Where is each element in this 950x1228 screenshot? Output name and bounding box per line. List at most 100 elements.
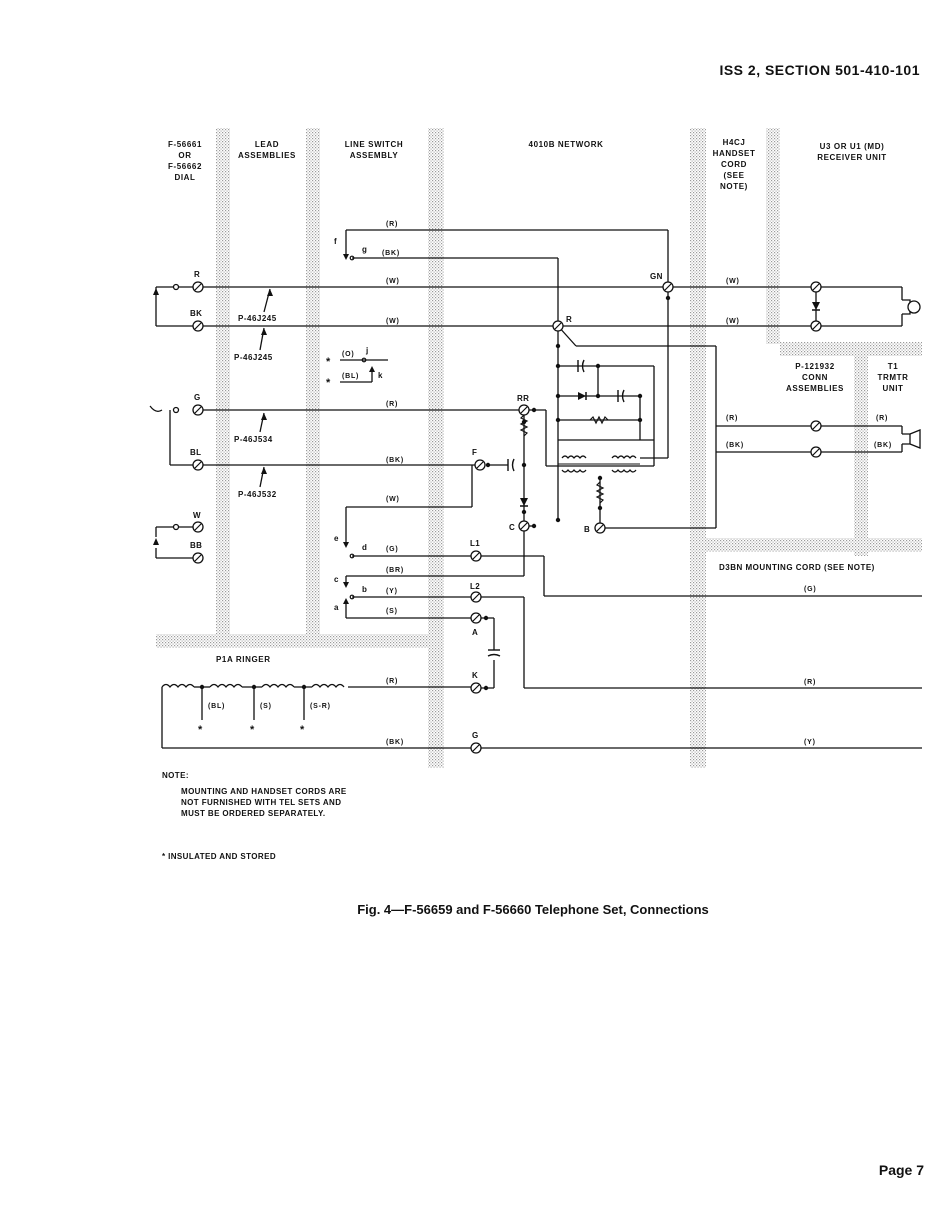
transformer-coils [561, 455, 637, 473]
capacitors [487, 359, 625, 657]
handset-cord-heading-4: (SEE [723, 171, 744, 180]
handset-cord-heading-5: NOTE) [720, 182, 748, 191]
note-line: NOT FURNISHED WITH TEL SETS AND [181, 798, 342, 807]
dial-lead-g: G [194, 393, 201, 402]
mounting-cord-heading: D3BN MOUNTING CORD (SEE NOTE) [719, 563, 875, 572]
ringer-lead-sr: (S-R) [310, 703, 331, 710]
dial-lead-w: W [193, 511, 201, 520]
insulated-note: * INSULATED AND STORED [162, 852, 276, 861]
star-marker: * [300, 724, 305, 736]
dial-lead-bb: BB [190, 541, 202, 550]
dial-lead-bl: BL [190, 448, 201, 457]
wire-y: (Y) [386, 588, 398, 595]
dial-lead-r: R [194, 270, 200, 279]
plug-label-3: P-46J534 [234, 435, 273, 444]
trmtr-heading-2: TRMTR [878, 373, 909, 382]
switch-c: c [334, 575, 339, 584]
line-switch-heading-2: ASSEMBLY [350, 151, 399, 160]
ringer-coil [161, 683, 345, 689]
wires [155, 229, 922, 749]
terminal-r: R [566, 315, 572, 324]
dial-heading-1: F-56661 [168, 140, 202, 149]
switch-arrows [153, 254, 375, 604]
switch-e: e [334, 534, 339, 543]
switch-g: g [362, 245, 367, 254]
ringer-lead-bl: (BL) [208, 703, 225, 710]
page-number: Page 7 [878, 1162, 924, 1178]
wire-o: (O) [342, 351, 355, 358]
note-line: MUST BE ORDERED SEPARATELY. [181, 809, 326, 818]
figure-caption-wrap: Fig. 4—F-56659 and F-56660 Telephone Set… [0, 902, 950, 917]
wire-bk2: (BK) [386, 457, 404, 464]
dial-heading-2: OR [178, 151, 191, 160]
trmtr-heading-3: UNIT [882, 384, 903, 393]
note-block: NOTE: MOUNTING AND HANDSET CORDS ARE NOT… [162, 770, 347, 819]
wire-g: (G) [386, 546, 399, 553]
divider-bands [156, 128, 922, 768]
junction-dots [199, 295, 671, 691]
terminal-gn: GN [650, 272, 663, 281]
terminal-rr: RR [517, 394, 529, 403]
terminal-k: K [472, 671, 478, 680]
star-marker: * [326, 356, 331, 368]
terminal-l1: L1 [470, 539, 480, 548]
handset-wire-w2: (W) [726, 318, 740, 325]
handset-wire-bk: (BK) [726, 442, 744, 449]
switch-d: d [362, 543, 367, 552]
transmitter-symbol [902, 429, 921, 449]
plug-label-2: P-46J245 [234, 353, 273, 362]
mounting-wire-y: (Y) [804, 739, 816, 746]
mounting-wire-g: (G) [804, 586, 817, 593]
wire-r2: (R) [386, 401, 398, 408]
handset-cord-heading-3: CORD [721, 160, 747, 169]
resistor-network [589, 415, 609, 425]
terminal-b: B [584, 525, 590, 534]
conn-heading-2: CONN [802, 373, 828, 382]
switch-j: j [365, 346, 368, 355]
wiring-diagram: F-56661 OR F-56662 DIAL LEAD ASSEMBLIES … [149, 128, 922, 768]
trmtr-heading-1: T1 [888, 362, 899, 371]
handset-cord-heading-1: H4CJ [723, 138, 746, 147]
dial-heading-4: DIAL [174, 173, 195, 182]
switch-k: k [378, 371, 383, 380]
handset-wire-w1: (W) [726, 278, 740, 285]
resistor-b [595, 481, 605, 504]
wire-w2: (W) [386, 318, 400, 325]
wire-s: (S) [386, 608, 398, 615]
note-title: NOTE: [162, 771, 189, 780]
ringer-lead-s: (S) [260, 703, 272, 710]
dial-heading-3: F-56662 [168, 162, 202, 171]
conn-heading-3: ASSEMBLIES [786, 384, 844, 393]
resistor-rr [519, 414, 529, 437]
switch-a: a [334, 603, 339, 612]
handset-wire-r: (R) [726, 415, 738, 422]
star-marker: * [198, 724, 203, 736]
section-header: ISS 2, SECTION 501-410-101 [719, 62, 920, 78]
terminal-l2: L2 [470, 582, 480, 591]
wire-bk1: (BK) [382, 250, 400, 257]
note-line: MOUNTING AND HANDSET CORDS ARE [181, 787, 347, 796]
star-marker: * [250, 724, 255, 736]
network-heading: 4010B NETWORK [529, 140, 604, 149]
receiver-heading-2: RECEIVER UNIT [817, 153, 887, 162]
terminal-slots [194, 283, 820, 752]
handset-cord-heading-2: HANDSET [713, 149, 756, 158]
ringer-wire-bk: (BK) [386, 739, 404, 746]
plug-label-4: P-46J532 [238, 490, 277, 499]
figure-caption: Fig. 4—F-56659 and F-56660 Telephone Set… [357, 902, 709, 917]
trmtr-wire-bk: (BK) [874, 442, 892, 449]
dial-lead-bk: BK [190, 309, 202, 318]
wire-w3: (W) [386, 496, 400, 503]
terminal-f: F [472, 448, 477, 457]
terminal-a: A [472, 628, 478, 637]
terminal-g: G [472, 731, 479, 740]
conn-heading-1: P-121932 [795, 362, 835, 371]
ringer-heading: P1A RINGER [216, 655, 271, 664]
plug-label-1: P-46J245 [238, 314, 277, 323]
terminal-c: C [509, 523, 515, 532]
lead-heading-2: ASSEMBLIES [238, 151, 296, 160]
ringer-wire-r: (R) [386, 678, 398, 685]
wire-br: (BR) [386, 567, 404, 574]
line-switch-heading-1: LINE SWITCH [345, 140, 404, 149]
